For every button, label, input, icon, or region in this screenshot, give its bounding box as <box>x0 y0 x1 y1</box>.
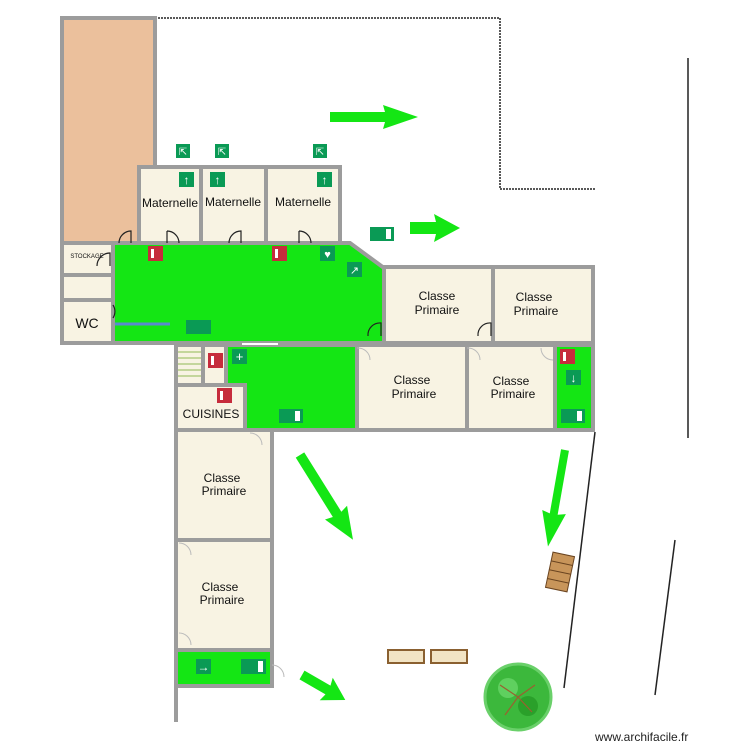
room-label: Maternelle <box>275 195 331 209</box>
room-label: CUISINES <box>183 407 240 421</box>
svg-text:⇱: ⇱ <box>179 147 187 158</box>
room-label: Primaire <box>200 593 245 607</box>
room-label: Maternelle <box>142 196 198 210</box>
svg-text:↑: ↑ <box>215 173 221 187</box>
svg-text:→: → <box>198 660 210 674</box>
room-wc[interactable]: WC <box>60 298 115 345</box>
emergency-exit-icon: ⇱ <box>176 144 190 158</box>
defibrillator-icon: ♥ <box>320 246 335 261</box>
emergency-exit-icon: ⇱ <box>215 144 229 158</box>
emergency-exit-icon: ⇱ <box>313 144 327 158</box>
evacuation-arrow-icon <box>295 452 353 540</box>
room-label: Primaire <box>415 303 460 317</box>
stairs-steps <box>178 351 201 377</box>
room-label: STOCKAGE <box>70 254 103 260</box>
svg-text:↓: ↓ <box>571 371 577 385</box>
svg-text:⇱: ⇱ <box>316 147 324 158</box>
svg-text:♥: ♥ <box>324 249 331 261</box>
arrow-up-icon: ↑ <box>179 172 194 187</box>
bench-icon <box>430 649 468 664</box>
room-maternelle-1[interactable]: Maternelle <box>137 165 203 245</box>
room-label: Primaire <box>491 387 536 401</box>
svg-text:↑: ↑ <box>184 173 190 187</box>
fence-slant-right <box>654 539 676 696</box>
fire-extinguisher-icon <box>217 388 232 403</box>
fence-top <box>155 17 596 190</box>
fire-extinguisher-icon <box>148 246 163 261</box>
arrow-right-icon: → <box>196 659 211 674</box>
evacuation-arrow-icon <box>542 449 569 547</box>
room-label: Classe <box>516 290 553 304</box>
room-small[interactable] <box>60 273 115 302</box>
pallet-icon <box>544 551 576 593</box>
room-cuisines[interactable]: CUISINES <box>174 383 247 432</box>
arrow-down-icon: ↓ <box>566 370 581 385</box>
arrow-up-icon: ↑ <box>210 172 225 187</box>
room-label: WC <box>75 315 98 331</box>
svg-text:↗: ↗ <box>350 265 359 277</box>
room-label: Classe <box>202 580 239 594</box>
arrow-up-icon: ↑ <box>317 172 332 187</box>
evacuation-arrow-icon <box>410 214 460 242</box>
evacuation-arrow-icon <box>299 670 346 701</box>
fire-extinguisher-icon <box>560 349 575 364</box>
svg-text:⇱: ⇱ <box>218 147 226 158</box>
emergency-exit-icon <box>561 409 585 423</box>
arrow-up-right-icon: ↗ <box>347 262 362 277</box>
svg-text:+: + <box>236 349 244 364</box>
svg-text:↑: ↑ <box>322 173 328 187</box>
room-label: Maternelle <box>205 195 261 209</box>
emergency-exit-icon <box>241 659 266 674</box>
room-stockage[interactable]: STOCKAGE <box>60 241 115 277</box>
room-label: Classe <box>204 471 241 485</box>
room-label: Classe <box>394 373 431 387</box>
emergency-exit-icon <box>279 409 303 423</box>
fire-extinguisher-icon <box>208 353 223 368</box>
fire-extinguisher-icon <box>272 246 287 261</box>
doors <box>96 230 554 678</box>
fence-slant-left <box>563 431 596 689</box>
room-label: Classe <box>493 374 530 388</box>
room-label: Primaire <box>202 484 247 498</box>
first-aid-icon: + <box>232 349 247 364</box>
evacuation-arrow-icon <box>330 105 418 129</box>
emergency-exit-icon <box>186 320 211 334</box>
room-label: Primaire <box>392 387 437 401</box>
room-label: Classe <box>419 289 456 303</box>
watermark: www.archifacile.fr <box>594 730 688 744</box>
emergency-exit-icon <box>370 227 394 241</box>
bench-icon <box>387 649 425 664</box>
tree-icon <box>483 662 553 732</box>
stairs <box>174 343 205 387</box>
room-label: Primaire <box>514 304 559 318</box>
